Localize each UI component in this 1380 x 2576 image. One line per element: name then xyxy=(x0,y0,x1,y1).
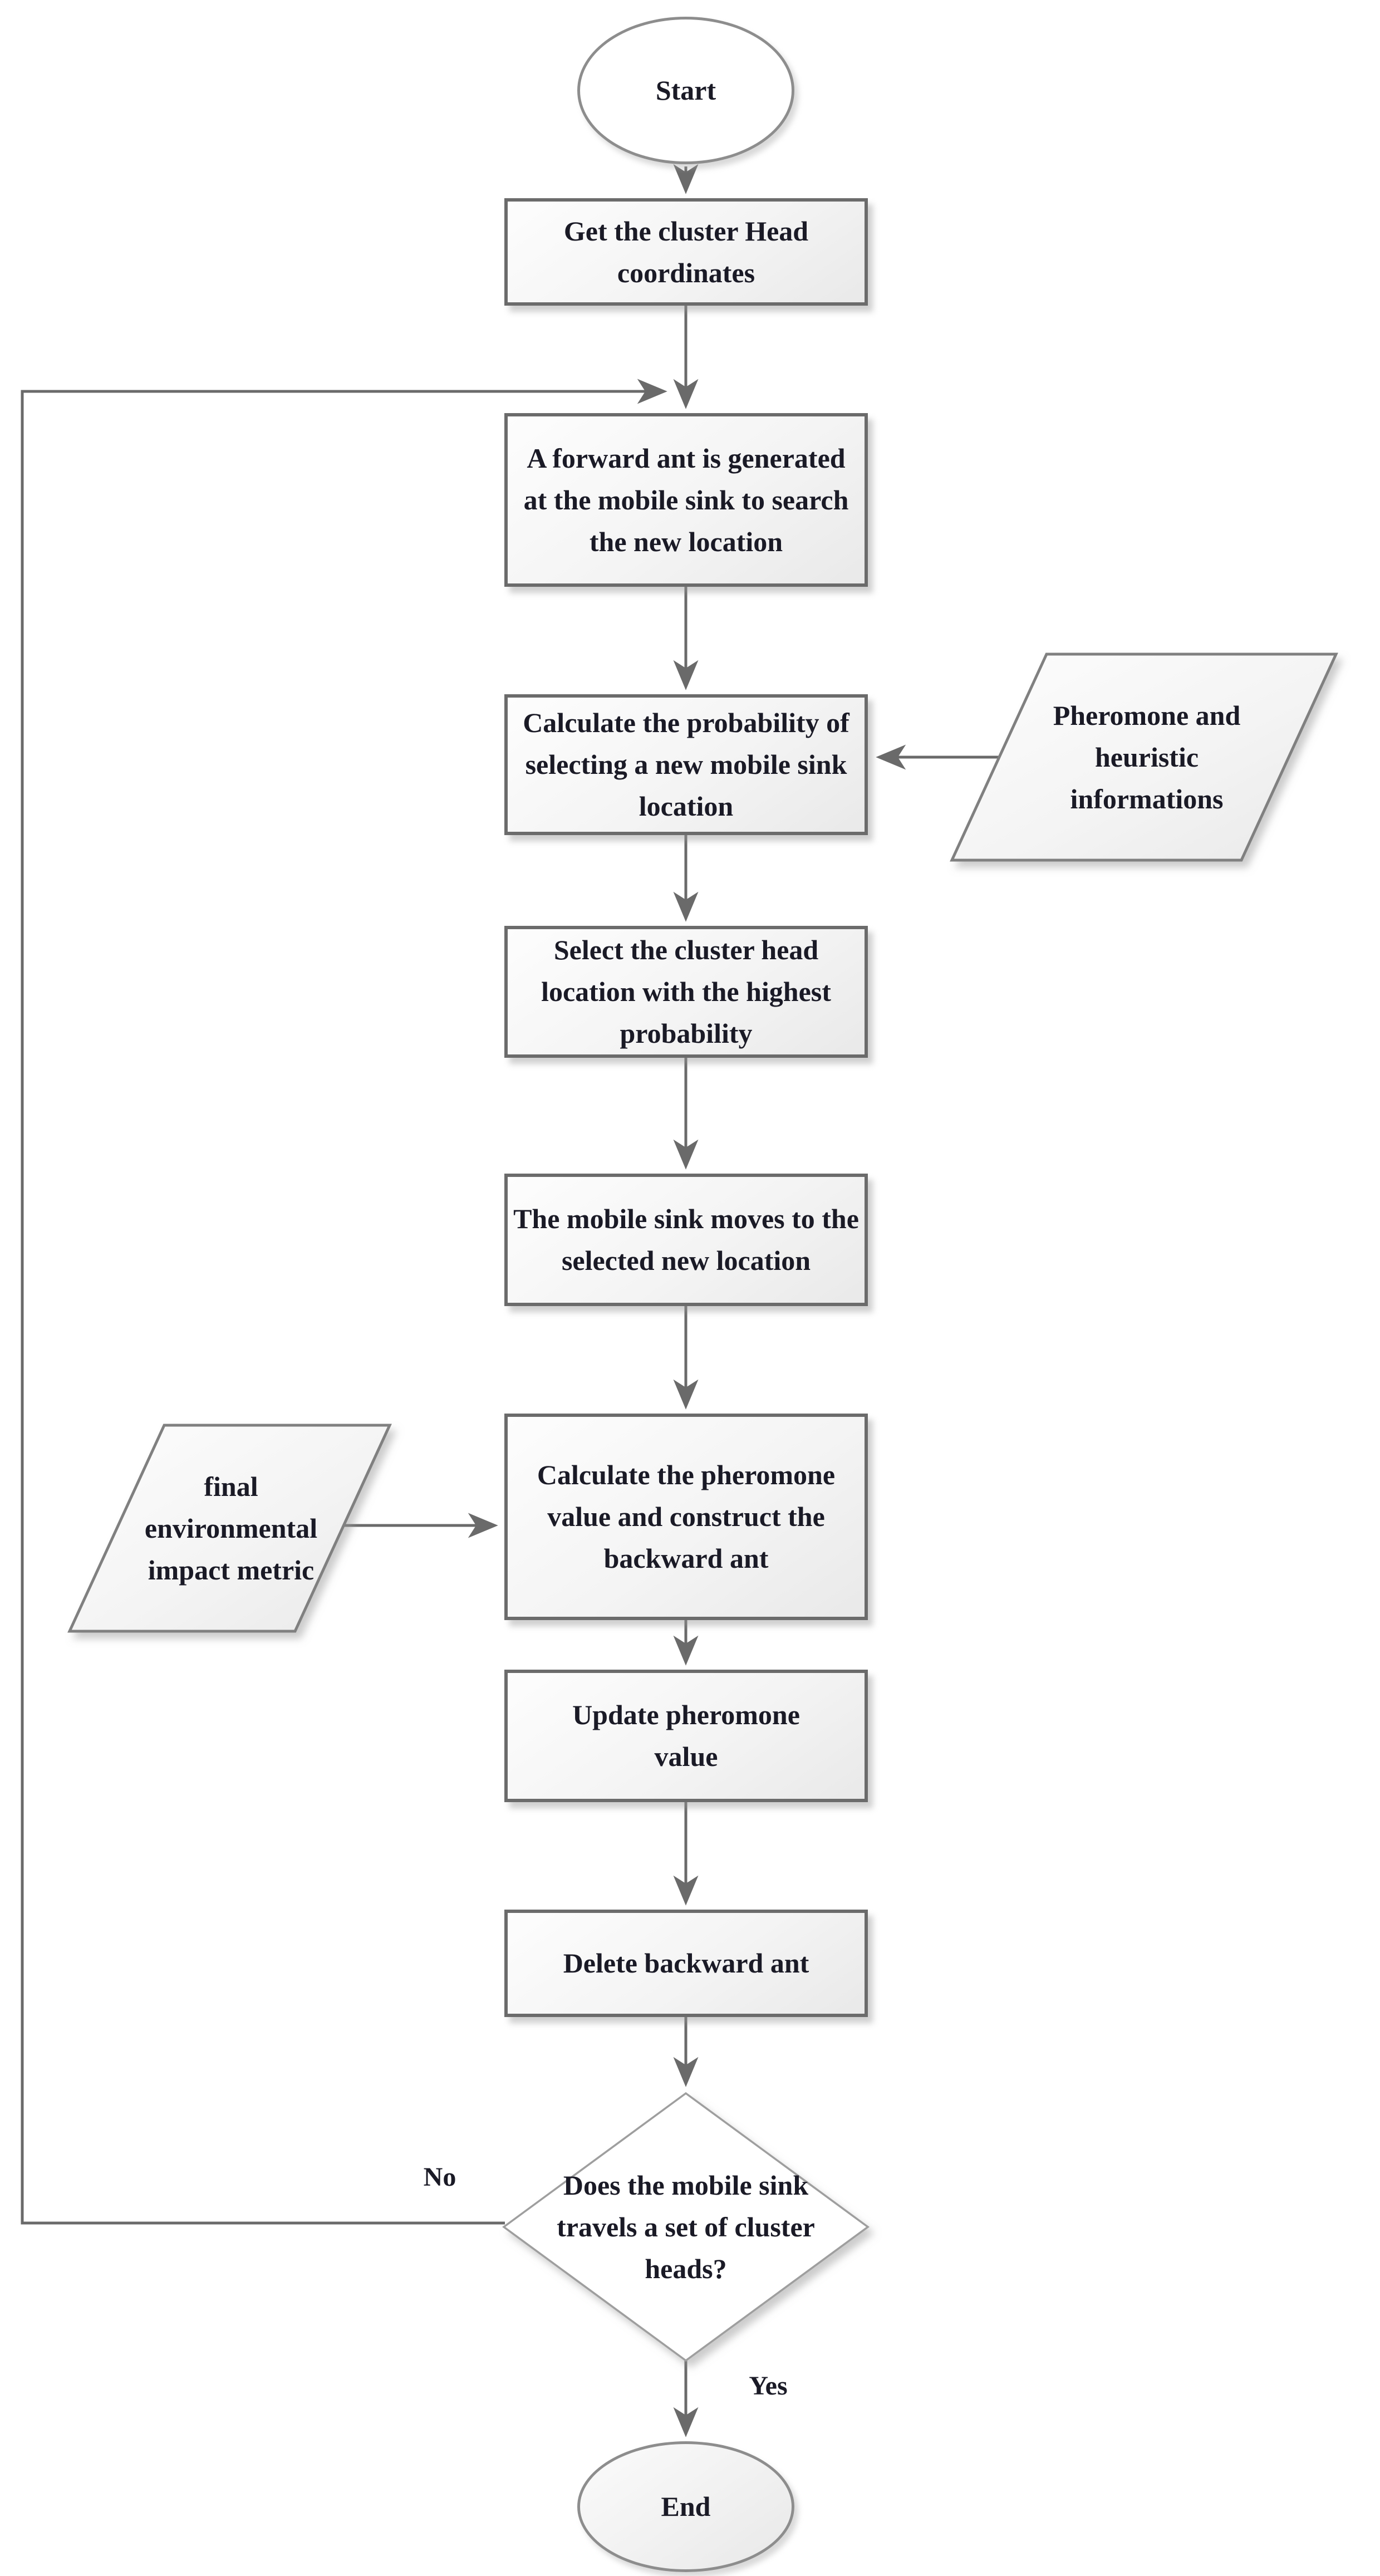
decision-travels-cluster-heads: Does the mobile sink travels a set of cl… xyxy=(533,2146,839,2308)
decision-label: Does the mobile sink travels a set of cl… xyxy=(557,2169,815,2284)
process-delete-backward-ant: Delete backward ant xyxy=(504,1910,868,2017)
process-label: Calculate the probability of selecting a… xyxy=(523,707,849,822)
process-label: The mobile sink moves to the selected ne… xyxy=(513,1203,859,1276)
io-label: Pheromone and heuristic informations xyxy=(1053,699,1241,814)
edge-label-yes: Yes xyxy=(749,2371,788,2401)
io-pheromone-heuristic-informations: Pheromone and heuristic informations xyxy=(1038,676,1255,838)
io-final-environmental-impact-metric: final environmental impact metric xyxy=(131,1448,331,1609)
process-move-mobile-sink: The mobile sink moves to the selected ne… xyxy=(504,1174,868,1306)
process-label: Select the cluster head location with th… xyxy=(541,934,831,1049)
process-select-highest-probability-location: Select the cluster head location with th… xyxy=(504,926,868,1058)
edge-label-no: No xyxy=(423,2162,456,2192)
terminator-end: End xyxy=(577,2441,794,2572)
io-label: final environmental impact metric xyxy=(144,1470,318,1586)
process-label: A forward ant is generated at the mobile… xyxy=(523,442,849,557)
process-label: Get the cluster Head coordinates xyxy=(563,215,809,288)
process-label: Calculate the pheromone value and constr… xyxy=(537,1459,836,1574)
terminator-end-label: End xyxy=(661,2491,711,2522)
process-update-pheromone-value: Update pheromone value xyxy=(504,1670,868,1802)
io-pheromone-heuristic-informations-shape xyxy=(950,652,1338,862)
terminator-start-label: Start xyxy=(655,75,716,106)
process-calculate-selection-probability: Calculate the probability of selecting a… xyxy=(504,694,868,835)
process-label: Update pheromone value xyxy=(572,1699,800,1772)
process-label: Delete backward ant xyxy=(563,1947,809,1979)
process-calculate-pheromone-construct-backward-ant: Calculate the pheromone value and constr… xyxy=(504,1414,868,1620)
terminator-start: Start xyxy=(577,17,794,164)
process-generate-forward-ant: A forward ant is generated at the mobile… xyxy=(504,413,868,587)
process-get-cluster-head-coordinates: Get the cluster Head coordinates xyxy=(504,198,868,306)
io-final-environmental-impact-metric-shape xyxy=(67,1424,392,1633)
decision-travels-cluster-heads-shape xyxy=(502,2092,870,2362)
connector-no-loop-back xyxy=(21,379,667,2225)
